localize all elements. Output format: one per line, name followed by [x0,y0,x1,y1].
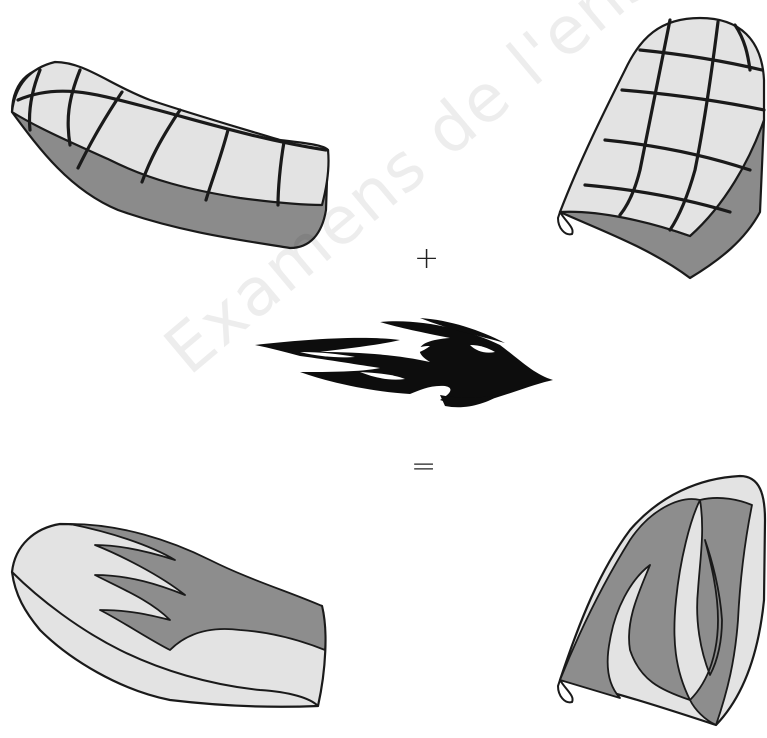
seat-tail-flames [558,476,765,725]
seat-tail-grid [558,18,764,278]
seat-long-flames [12,524,325,707]
flame-decal-icon [255,318,553,407]
plus-operator: + [414,244,439,274]
seat-long-grid-top [12,62,329,205]
seat-long-grid [12,62,329,248]
equals-operator: = [411,452,436,482]
